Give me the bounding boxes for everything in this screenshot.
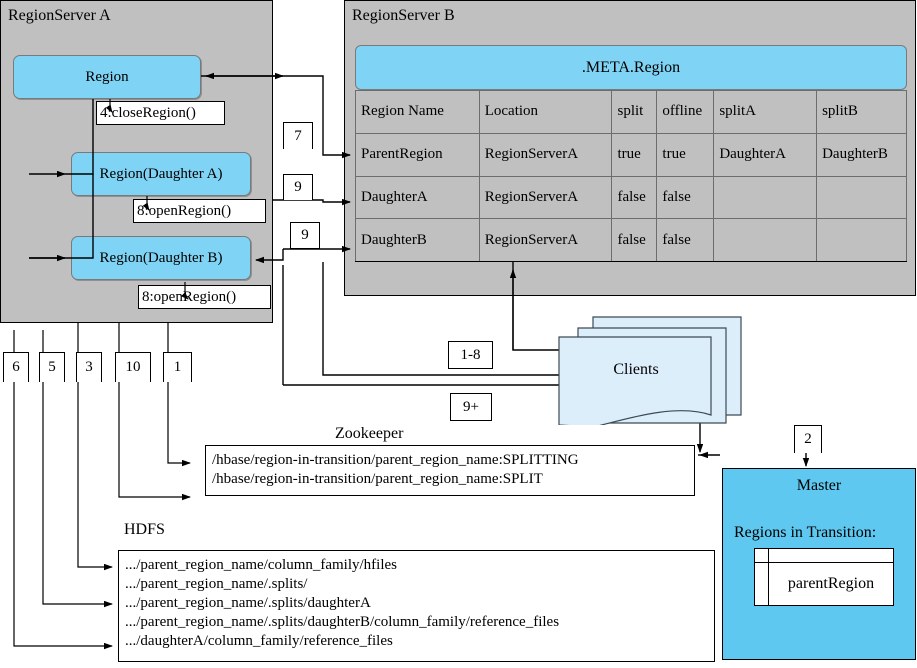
region-parent-box[interactable]: Region bbox=[13, 55, 201, 99]
step-tag-1: 1 bbox=[163, 352, 192, 382]
table-row: ParentRegion RegionServerA true true Dau… bbox=[355, 132, 907, 177]
meta-region-header[interactable]: .META.Region bbox=[355, 45, 907, 90]
header-location: Location bbox=[478, 90, 613, 134]
header-splita: splitA bbox=[713, 90, 818, 134]
cell-split: false bbox=[611, 218, 658, 262]
region-daughter-b-box[interactable]: Region(Daughter B) bbox=[71, 236, 251, 280]
cell-splitb: DaughterB bbox=[816, 132, 907, 177]
table-row: DaughterA RegionServerA false false bbox=[355, 175, 907, 220]
header-offline: offline bbox=[656, 90, 715, 134]
clients-stack[interactable] bbox=[556, 315, 746, 425]
cell-splita bbox=[713, 218, 818, 262]
regions-in-transition-table: parentRegion bbox=[754, 548, 894, 606]
region-daughter-a-label: Region(Daughter A) bbox=[99, 165, 223, 182]
step-tag-5: 5 bbox=[39, 352, 65, 382]
regionserver-b-title: RegionServer B bbox=[352, 7, 455, 24]
callout-open-region-b: 8:openRegion() bbox=[138, 285, 271, 309]
header-region-name: Region Name bbox=[355, 90, 480, 134]
zookeeper-box: /hbase/region-in-transition/parent_regio… bbox=[205, 445, 695, 496]
table-header-row: Region Name Location split offline split… bbox=[355, 90, 907, 134]
zookeeper-title: Zookeeper bbox=[335, 425, 404, 442]
step-tag-1-8: 1-8 bbox=[448, 341, 493, 369]
zookeeper-line-1: /hbase/region-in-transition/parent_regio… bbox=[212, 471, 543, 487]
cell-region-name: DaughterB bbox=[355, 218, 480, 262]
region-daughter-a-box[interactable]: Region(Daughter A) bbox=[71, 152, 251, 196]
master-subtitle: Regions in Transition: bbox=[734, 524, 877, 541]
step-tag-10: 10 bbox=[115, 352, 151, 382]
callout-open-region-a-label: 8:openRegion() bbox=[137, 202, 232, 219]
hdfs-line-3: .../parent_region_name/.splits/daughterB… bbox=[125, 614, 560, 630]
cell-region-name: ParentRegion bbox=[355, 132, 480, 177]
step-tag-9-b: 9 bbox=[290, 222, 320, 249]
callout-close-region: 4:closeRegion() bbox=[96, 101, 225, 125]
parent-region-entry: parentRegion bbox=[787, 574, 875, 592]
hdfs-title: HDFS bbox=[124, 521, 165, 538]
cell-location: RegionServerA bbox=[478, 218, 613, 262]
hdfs-line-4: .../daughterA/column_family/reference_fi… bbox=[125, 633, 393, 649]
cell-splita: DaughterA bbox=[713, 132, 818, 177]
master-title: Master bbox=[796, 477, 842, 494]
regionserver-a-title: RegionServer A bbox=[8, 7, 111, 24]
region-parent-label: Region bbox=[85, 68, 129, 85]
hdfs-line-2: .../parent_region_name/.splits/daughterA bbox=[125, 595, 371, 611]
step-tag-6: 6 bbox=[3, 352, 29, 382]
hdfs-line-0: .../parent_region_name/column_family/hfi… bbox=[125, 557, 398, 573]
cell-offline: false bbox=[656, 175, 715, 220]
header-split: split bbox=[611, 90, 658, 134]
cell-splitb bbox=[816, 218, 907, 262]
zookeeper-line-0: /hbase/region-in-transition/parent_regio… bbox=[212, 452, 579, 468]
callout-open-region-b-label: 8:openRegion() bbox=[142, 288, 237, 305]
region-daughter-b-label: Region(Daughter B) bbox=[99, 249, 223, 266]
callout-close-region-label: 4:closeRegion() bbox=[100, 104, 196, 121]
callout-open-region-a: 8:openRegion() bbox=[133, 199, 266, 223]
step-tag-9-a: 9 bbox=[283, 174, 313, 200]
step-tag-9-plus: 9+ bbox=[450, 393, 492, 421]
meta-region-label: .META.Region bbox=[581, 58, 681, 76]
clients-label: Clients bbox=[613, 361, 659, 378]
step-tag-2: 2 bbox=[794, 425, 822, 453]
header-splitb: splitB bbox=[816, 90, 907, 134]
step-tag-3: 3 bbox=[76, 352, 102, 382]
cell-offline: false bbox=[656, 218, 715, 262]
hdfs-line-1: .../parent_region_name/.splits/ bbox=[125, 576, 308, 592]
table-divider bbox=[768, 549, 769, 605]
cell-splita bbox=[713, 175, 818, 220]
cell-splitb bbox=[816, 175, 907, 220]
hdfs-box: .../parent_region_name/column_family/hfi… bbox=[118, 550, 715, 662]
step-tag-7: 7 bbox=[283, 122, 313, 149]
cell-location: RegionServerA bbox=[478, 132, 613, 177]
meta-table: Region Name Location split offline split… bbox=[355, 90, 907, 262]
table-row: DaughterB RegionServerA false false bbox=[355, 218, 907, 262]
table-divider-h bbox=[755, 562, 893, 563]
